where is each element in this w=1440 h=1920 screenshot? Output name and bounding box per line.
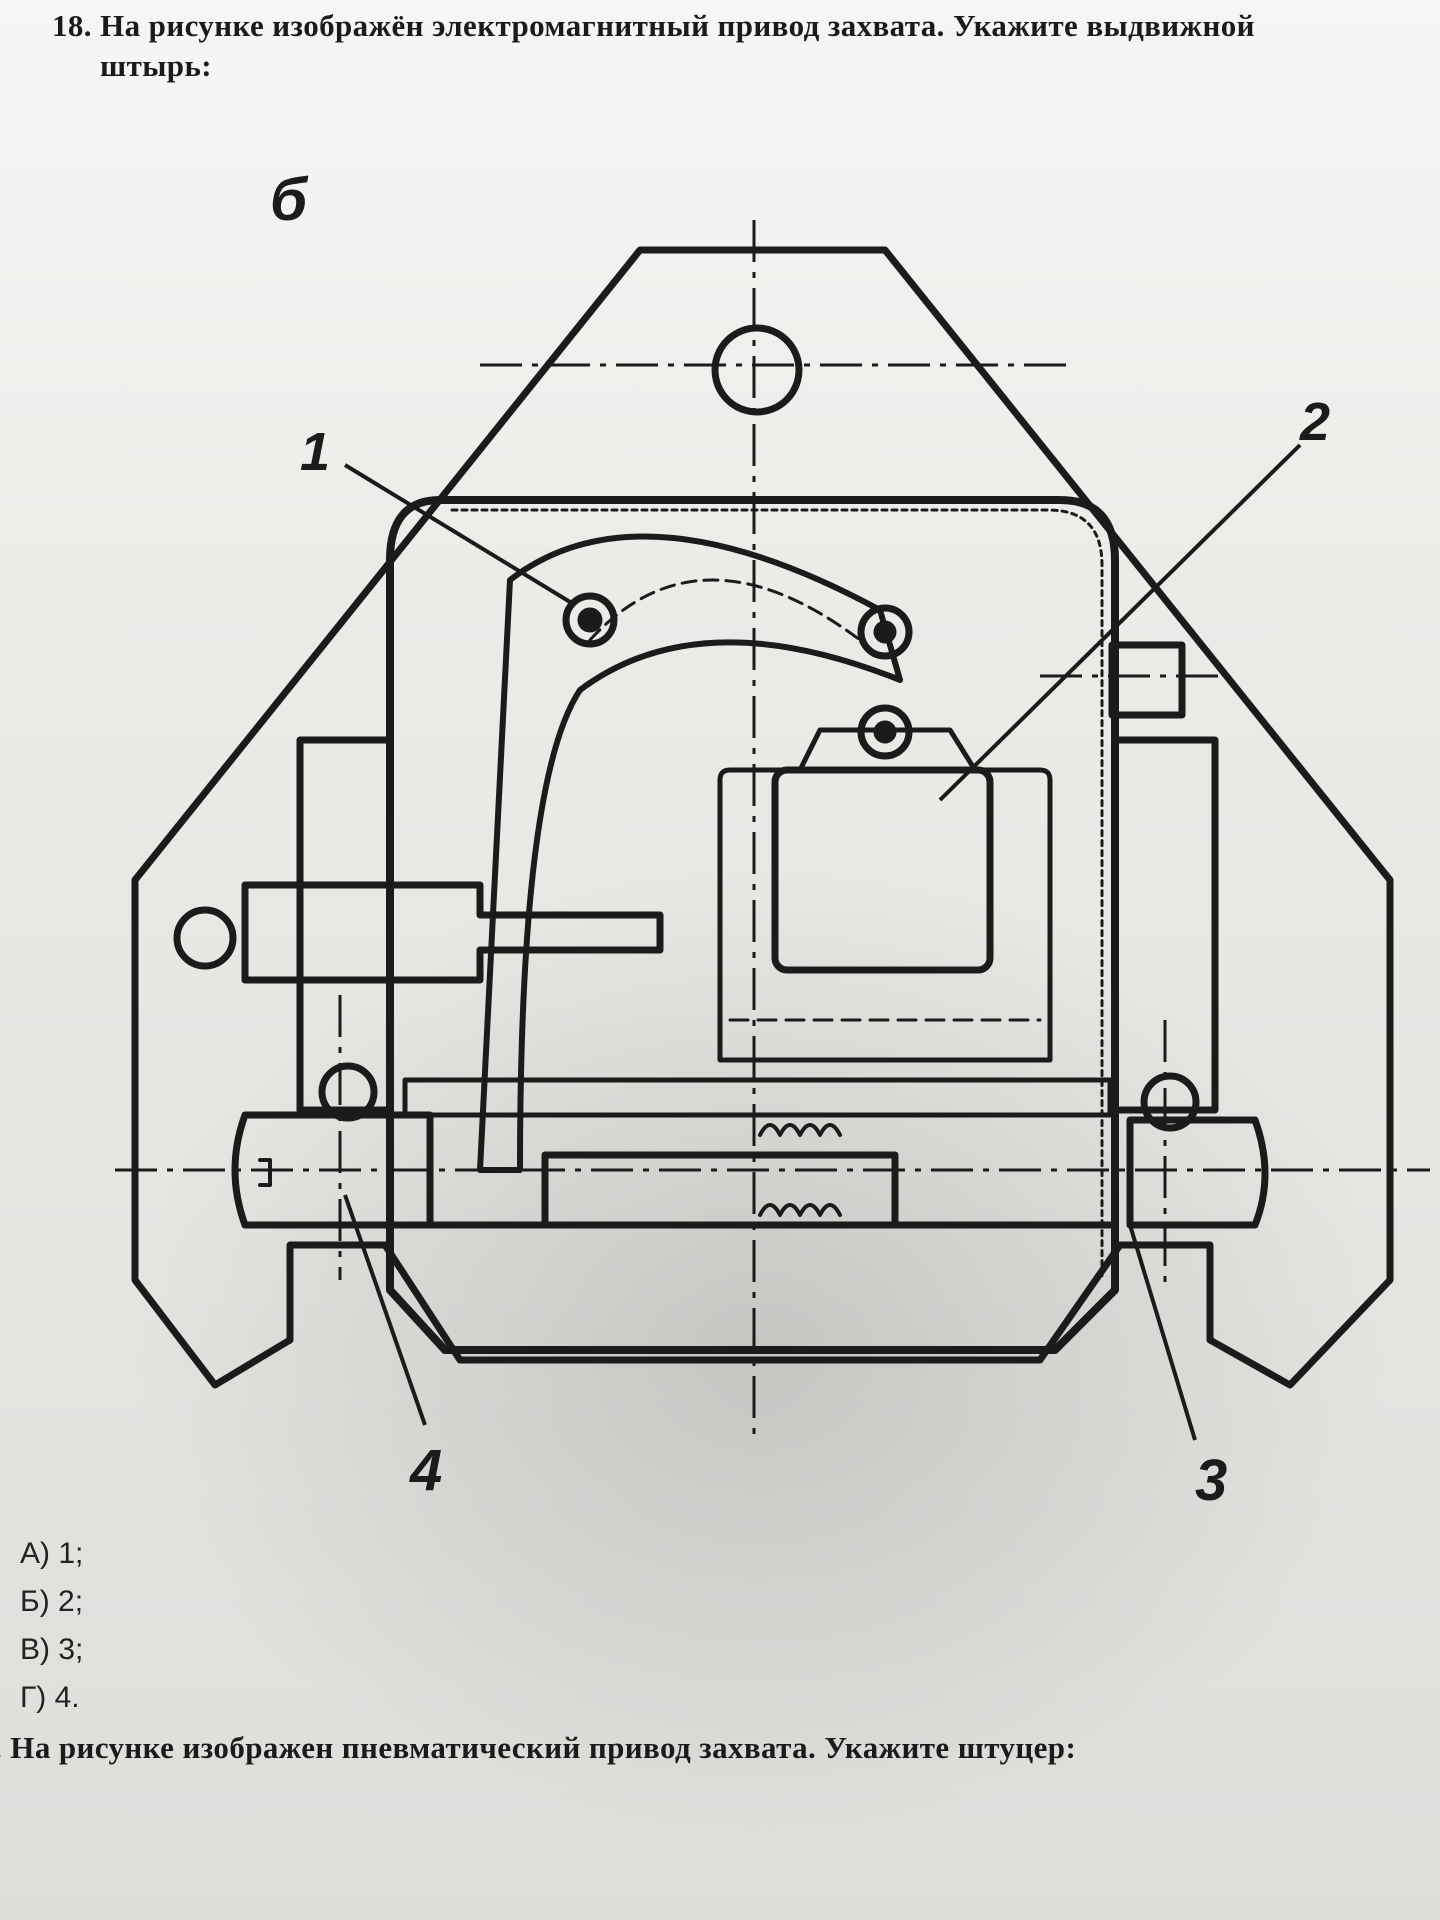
callout-2: 2 <box>1299 392 1330 452</box>
mount-hole <box>711 324 803 416</box>
inner-frame <box>386 496 1119 1354</box>
answer-option-b[interactable]: Б) 2; <box>20 1585 84 1618</box>
view-label: б <box>270 166 309 233</box>
pivot-1 <box>562 592 618 648</box>
callout-3: 3 <box>1195 1448 1227 1510</box>
callout-1: 1 <box>300 422 330 482</box>
answer-option-d[interactable]: Г) 4. <box>20 1681 80 1714</box>
left-pin <box>231 1111 434 1229</box>
right-fitting <box>1108 641 1186 719</box>
question-number: 18. <box>52 8 92 43</box>
question-19-text: . На рисунке изображен пневматический пр… <box>0 1730 1077 1765</box>
pivot-2 <box>857 604 913 660</box>
electromagnet-core <box>771 766 994 974</box>
answer-options: А) 1; Б) 2; В) 3; Г) 4. <box>20 1530 83 1722</box>
left-guide <box>296 736 394 1114</box>
right-guide <box>1111 736 1219 1114</box>
gripper-drive-drawing: б 1 2 3 4 <box>115 166 1430 1510</box>
pull-rod <box>241 881 664 984</box>
lever-arm <box>477 533 903 1173</box>
spring-chamber <box>541 1151 899 1229</box>
answer-option-a[interactable]: А) 1; <box>20 1537 84 1570</box>
question-18-text: 18. На рисунке изображён электромагнитны… <box>52 6 1412 86</box>
base-plate <box>402 1077 1113 1118</box>
right-pin <box>1126 1116 1269 1229</box>
question-line-1: На рисунке изображён электромагнитный пр… <box>100 8 1255 43</box>
outer-housing <box>131 246 1394 1389</box>
electromagnet-body <box>717 767 1053 1063</box>
callout-4: 4 <box>409 1438 442 1503</box>
spring <box>758 1123 842 1217</box>
question-line-2: штырь: <box>100 48 212 83</box>
answer-option-c[interactable]: В) 3; <box>20 1633 84 1666</box>
